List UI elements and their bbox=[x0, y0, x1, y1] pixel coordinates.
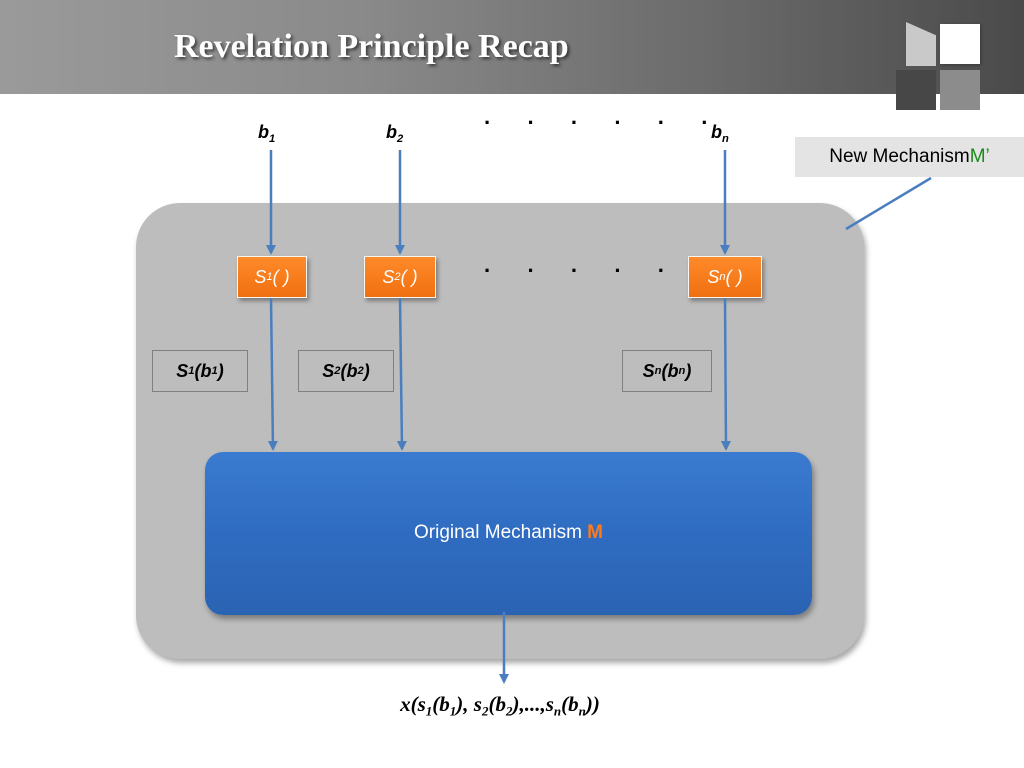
bid-label-1: b1 bbox=[258, 122, 276, 145]
slide-title: Revelation Principle Recap bbox=[174, 28, 569, 65]
new-mechanism-callout: New Mechanism M’ bbox=[795, 137, 1024, 177]
mechanism-output: x(s1(b1), s2(b2),...,sn(bn)) bbox=[400, 692, 600, 719]
bid-ellipsis: · · · · · · bbox=[484, 110, 724, 135]
callout-connector bbox=[845, 176, 932, 231]
logo-icon bbox=[892, 18, 988, 114]
original-mechanism-label: Original Mechanism M bbox=[414, 522, 603, 543]
original-mechanism-symbol: M bbox=[587, 522, 603, 543]
strategy-ellipsis: · · · · · · bbox=[484, 258, 724, 283]
slide-header: Revelation Principle Recap bbox=[0, 0, 1024, 110]
bid-label-2: b2 bbox=[386, 122, 404, 145]
bid-label-n: bn bbox=[711, 122, 729, 145]
new-mechanism-symbol: M’ bbox=[969, 146, 990, 167]
original-mechanism-box: Original Mechanism M bbox=[205, 452, 812, 615]
